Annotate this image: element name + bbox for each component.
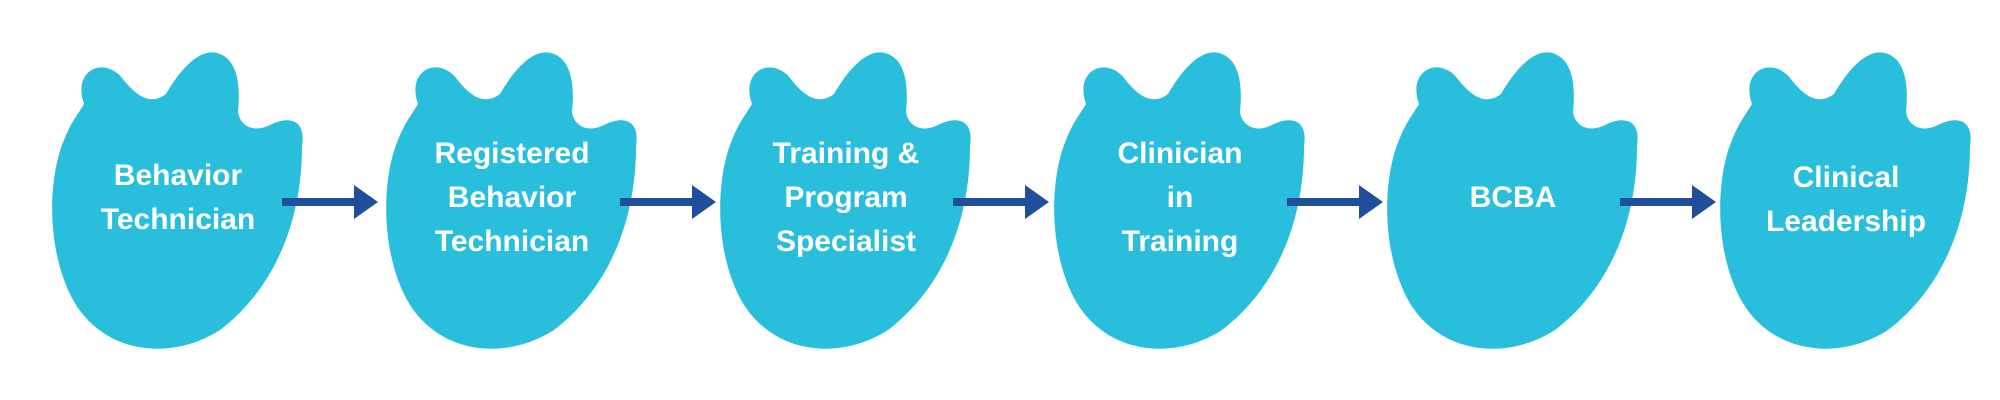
step-label-line: Behavior [447,181,577,214]
paw-shape [1387,52,1638,349]
step-label-line: Behavior [113,159,243,192]
step-label: Registered Behavior Technician [394,132,630,264]
step-clinician-in-training: Clinician in Training [1052,48,1308,352]
step-registered-behavior-technician: Registered Behavior Technician [384,48,640,352]
step-bcba: BCBA [1385,48,1641,352]
step-label-line: Training & [772,137,920,170]
arrow-right [1287,183,1383,221]
step-label-line: in [1166,181,1194,214]
step-label-line: Technician [434,225,590,258]
arrow-right [620,183,716,221]
step-label: Behavior Technician [60,154,296,242]
step-label-line: Training [1121,225,1239,258]
step-behavior-technician: Behavior Technician [50,48,306,352]
paw-shape [1720,52,1971,349]
arrow-right [953,183,1049,221]
arrow-right [282,183,378,221]
paw-shape [386,52,637,349]
step-label-line: Leadership [1765,205,1927,238]
step-label-line: Clinician [1117,137,1243,170]
step-label: Training & Program Specialist [728,132,964,264]
step-label-line: Clinical [1792,161,1900,194]
step-training-program-specialist: Training & Program Specialist [718,48,974,352]
step-label-line: BCBA [1469,181,1557,214]
step-label: BCBA [1395,176,1631,220]
paw-shape [52,52,303,349]
step-label-line: Program [784,181,908,214]
step-label: Clinical Leadership [1728,156,1964,244]
arrow-right [1620,183,1716,221]
paw-shape [1054,52,1305,349]
step-label-line: Specialist [775,225,917,258]
paw-shape [720,52,971,349]
step-label-line: Technician [100,203,256,236]
step-label: Clinician in Training [1062,132,1298,264]
step-clinical-leadership: Clinical Leadership [1718,48,1974,352]
step-label-line: Registered [434,137,590,170]
